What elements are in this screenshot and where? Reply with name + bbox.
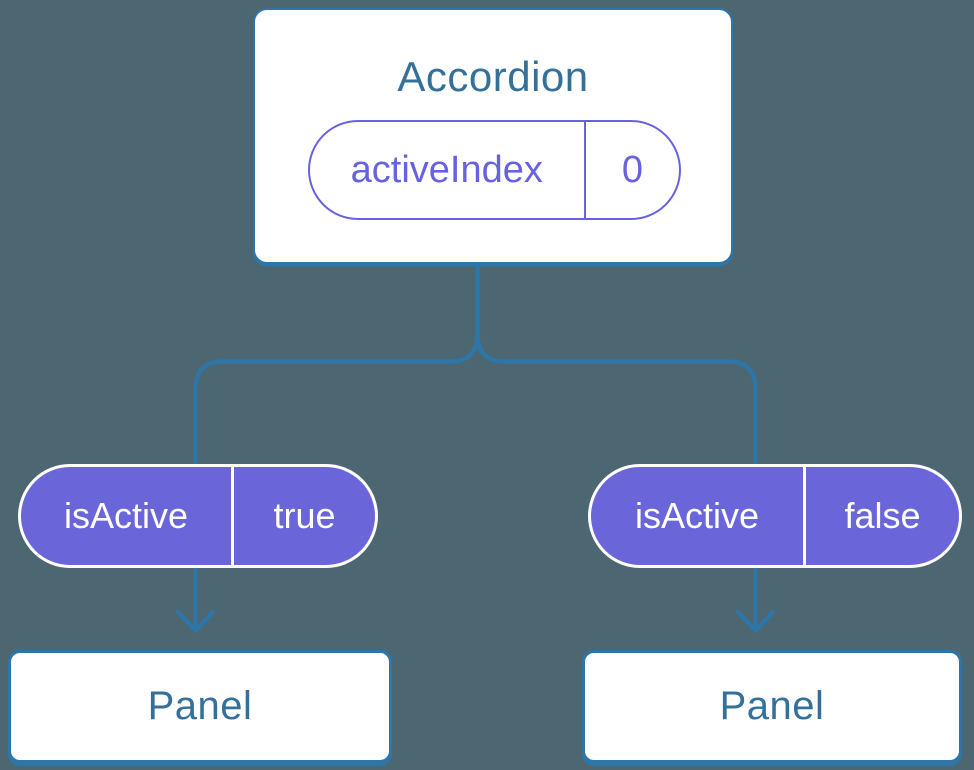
node-accordion: Accordion activeIndex 0: [253, 8, 733, 264]
prop-pill-right: isActive false: [588, 464, 962, 568]
connector-branch-left: [193, 263, 480, 628]
connector-branch-right: [475, 263, 758, 628]
node-panel-right-title: Panel: [719, 684, 825, 728]
prop-pill-right-value: false: [844, 495, 921, 536]
state-pill-value: 0: [621, 148, 644, 191]
node-panel-left-title: Panel: [147, 684, 253, 728]
state-pill-divider: [583, 122, 586, 218]
prop-pill-left-divider: [231, 467, 234, 565]
state-pill-name: activeIndex: [350, 148, 543, 191]
prop-pill-right-name: isActive: [634, 495, 760, 536]
prop-pill-right-divider: [803, 467, 806, 565]
node-accordion-title: Accordion: [397, 53, 589, 100]
prop-pill-left-value: true: [273, 495, 336, 536]
prop-pill-left-name: isActive: [63, 495, 189, 536]
state-pill: activeIndex 0: [308, 120, 681, 220]
node-panel-left: Panel: [8, 650, 392, 763]
arrowhead-right: [735, 609, 776, 633]
arrowhead-left: [175, 609, 216, 633]
prop-pill-left: isActive true: [18, 464, 378, 568]
node-panel-right: Panel: [582, 650, 962, 763]
